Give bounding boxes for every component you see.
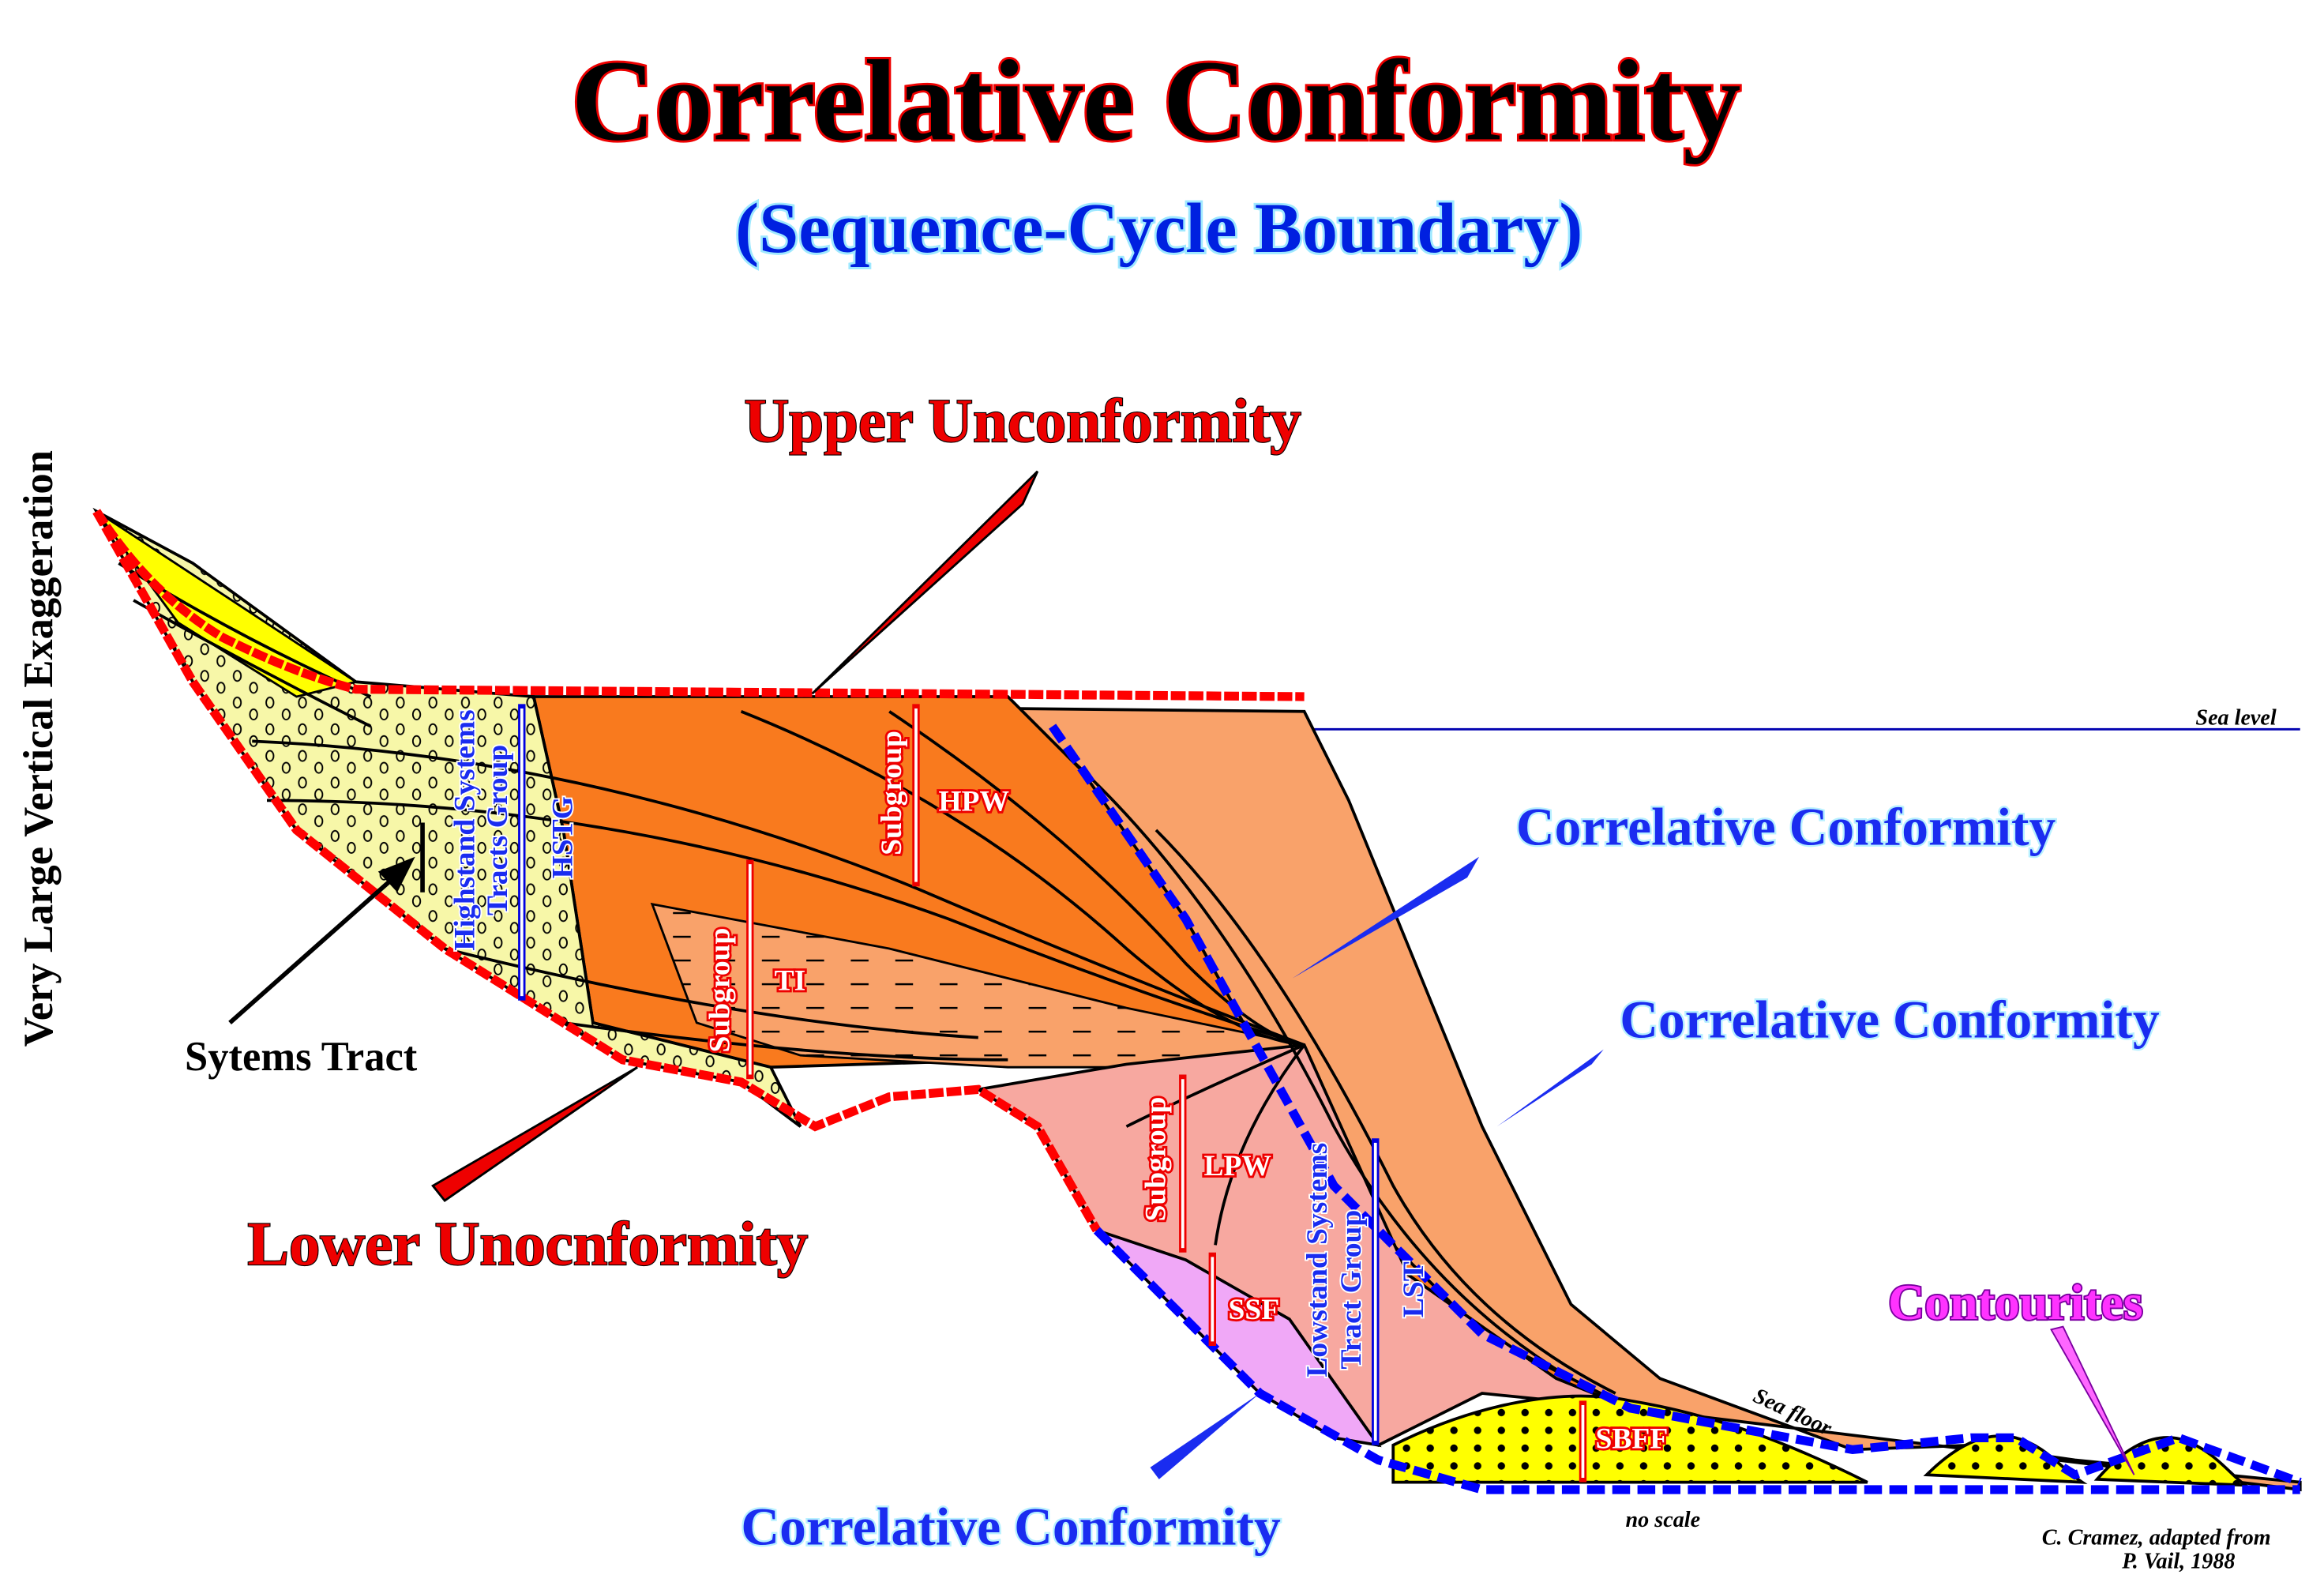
credit-line-1: C. Cramez, adapted from [2042, 1525, 2271, 1550]
systems-tract-arrowhead [377, 856, 415, 893]
sea-level-label: Sea level [2195, 706, 2276, 731]
cc-pointer-3 [1150, 1393, 1260, 1479]
correlative-conformity-upper [1049, 723, 2302, 1486]
cc-pointer-2 [1496, 1049, 1604, 1127]
credit-line-2: P. Vail, 1988 [2121, 1549, 2235, 1573]
systems-tract-pointer [228, 873, 400, 1024]
ssf-label: SSF [1229, 1294, 1280, 1326]
correlative-conformity-label-3: Correlative Conformity [741, 1497, 1281, 1556]
hstg-label: HSTG [547, 796, 580, 878]
bedding-lines [118, 562, 1616, 1395]
lower-unconformity-label: Lower Unocnformity [247, 1210, 808, 1279]
sbff-label: SBFF [1596, 1423, 1669, 1455]
hpw-label: HPW [938, 786, 1009, 818]
lst-label: LST [1398, 1261, 1430, 1317]
highstand-label-2: Tracts Group [482, 745, 514, 915]
vertical-exaggeration-label: Very Large Vertical Exaggeration [16, 450, 62, 1047]
correlative-conformity-lower [1093, 1227, 2300, 1494]
upper-unconformity-label: Upper Unconformity [744, 387, 1301, 456]
subgroup-label-ti: Subgroup [704, 928, 737, 1053]
correlative-conformity-label-1: Correlative Conformity [1516, 798, 2056, 857]
highstand-label-1: Highstand Systems [449, 709, 482, 950]
systems-tract-label: Sytems Tract [185, 1034, 418, 1080]
basin-floor-fan [1391, 1394, 1868, 1484]
contourites-pointer [2050, 1325, 2135, 1475]
lower-unconformity-pointer [431, 1065, 638, 1202]
correlative-conformity-label-2: Correlative Conformity [1620, 990, 2160, 1050]
lower-unconformity-line [92, 509, 1101, 1233]
lowstand-label-2: Tract Group [1335, 1210, 1368, 1370]
contourites-label: Contourites [1888, 1274, 2143, 1330]
subtitle: (Sequence-Cycle Boundary) [735, 190, 1582, 268]
ti-label: TI [775, 965, 806, 998]
subgroup-label-lpw: Subgroup [1139, 1097, 1172, 1222]
upper-unconformity-pointer [811, 470, 1039, 695]
upper-unconformity-line [92, 509, 1305, 701]
lowstand-label-1: Lowstand Systems [1301, 1143, 1334, 1377]
no-scale-label: no scale [1626, 1508, 1701, 1532]
cc-pointer-1 [1292, 856, 1480, 979]
subgroup-label-hpw: Subgroup [876, 731, 908, 855]
title: Correlative Conformity [572, 36, 1741, 164]
lpw-label: LPW [1203, 1150, 1271, 1182]
